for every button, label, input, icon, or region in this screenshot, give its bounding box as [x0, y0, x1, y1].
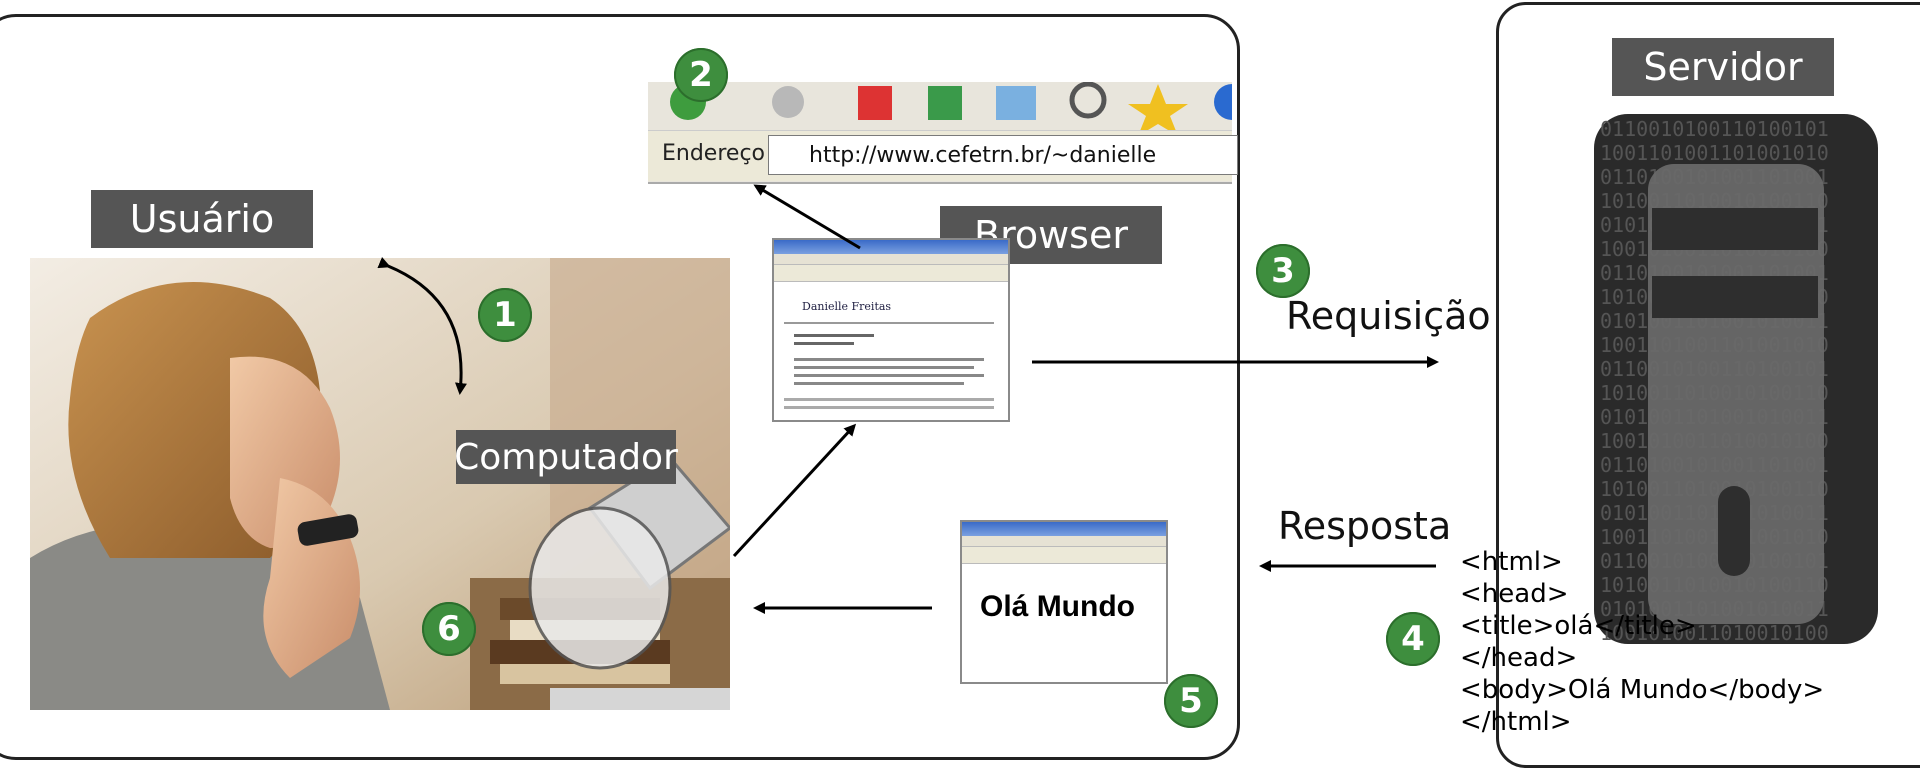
address-label: Endereço	[662, 141, 765, 166]
result-thumbnail	[960, 520, 1168, 684]
step-badge-5: 5	[1164, 674, 1218, 728]
forward-icon	[772, 86, 804, 118]
server-label: Servidor	[1612, 38, 1834, 96]
search-icon	[1069, 81, 1107, 119]
svg-text:Danielle Freitas: Danielle Freitas	[802, 300, 891, 313]
favorites-icon	[1128, 84, 1188, 136]
user-photo	[30, 258, 730, 710]
power-button	[1718, 486, 1750, 576]
server-illustration: 0110010100110100101 1001101001101001010 …	[1594, 114, 1878, 645]
address-bar: Endereço http://www.cefetrn.br/~danielle	[648, 130, 1238, 181]
code-line: <html>	[1460, 547, 1563, 577]
html-code-block: <html> <head> <title>olá</title> </head>…	[1460, 546, 1824, 738]
browser-to-toolbar-arrow	[753, 184, 861, 250]
svg-text:1001101001101001010: 1001101001101001010	[1600, 141, 1829, 165]
computer-to-browser-arrow	[732, 423, 857, 558]
step-badge-1: 1	[478, 288, 532, 342]
svg-text:0110010100110100101: 0110010100110100101	[1600, 117, 1829, 141]
home-icon	[996, 86, 1036, 120]
drive-bay-2	[1652, 276, 1818, 318]
stop-icon	[858, 86, 892, 120]
request-label: Requisição	[1286, 294, 1491, 338]
code-line: <head>	[1460, 579, 1569, 609]
user-label: Usuário	[91, 190, 313, 248]
browser-thumbnail: Danielle Freitas	[772, 238, 1010, 422]
computer-label: Computador	[454, 430, 678, 484]
step-badge-6: 6	[422, 602, 476, 656]
server-label-text: Servidor	[1643, 45, 1803, 89]
user-computer-arrow	[377, 257, 467, 395]
code-line: </html>	[1460, 707, 1572, 737]
response-label: Resposta	[1278, 504, 1452, 548]
drive-bay-1	[1652, 208, 1818, 250]
computer-label-text: Computador	[454, 436, 678, 478]
result-text: Olá Mundo	[980, 590, 1135, 623]
step-badge-2: 2	[674, 48, 728, 102]
refresh-icon	[928, 86, 962, 120]
address-input[interactable]: http://www.cefetrn.br/~danielle	[768, 135, 1238, 175]
svg-text:1001010011010010100: 1001010011010010100	[1600, 621, 1829, 644]
code-line: <body>Olá Mundo</body>	[1460, 675, 1825, 705]
code-line: <title>olá</title>	[1460, 611, 1697, 641]
step-badge-4: 4	[1386, 612, 1440, 666]
code-line: </head>	[1460, 643, 1578, 673]
user-label-text: Usuário	[129, 197, 275, 241]
step-badge-3: 3	[1256, 244, 1310, 298]
